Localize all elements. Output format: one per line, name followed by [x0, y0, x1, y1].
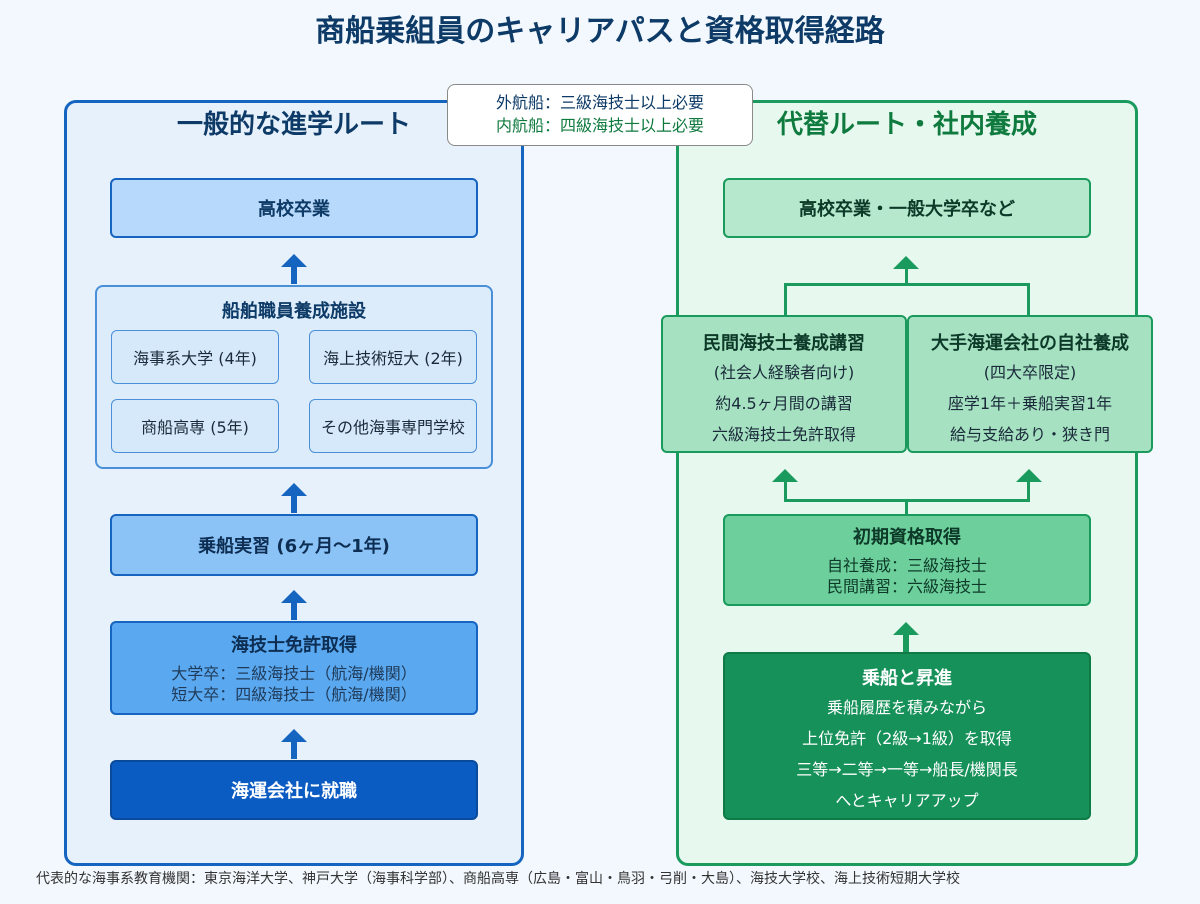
training-box: 乗船実習 (6ヶ月〜1年) — [110, 514, 478, 576]
page-title: 商船乗組員のキャリアパスと資格取得経路 — [315, 14, 885, 49]
arrow-stem — [291, 741, 297, 759]
license-title: 海技士免許取得 — [231, 635, 357, 656]
company-training-title: 大手海運会社の自社養成 — [931, 333, 1129, 354]
connector-line — [1027, 283, 1030, 316]
facility-item: 海上技術短大 (2年) — [309, 330, 477, 384]
private-course-box: 民間海技士養成講習 (社会人経験者向け) 約4.5ヶ月間の講習 六級海技士免許取… — [661, 315, 907, 453]
private-course-line: (社会人経験者向け) — [713, 363, 855, 382]
private-course-title: 民間海技士養成講習 — [703, 333, 865, 354]
career-title: 乗船と昇進 — [862, 668, 952, 689]
left-start-box: 高校卒業 — [110, 178, 478, 238]
note-ocean: 外航船：三級海技士以上必要 — [495, 93, 704, 112]
general-route-title: 一般的な進学ルート — [176, 110, 411, 140]
arrow-stem — [291, 602, 297, 620]
initial-license-line: 民間講習：六級海技士 — [826, 577, 987, 596]
company-training-line: 給与支給あり・狭き門 — [949, 425, 1110, 444]
arrow-stem — [905, 268, 908, 284]
private-course-line: 六級海技士免許取得 — [711, 425, 856, 444]
connector-line — [784, 283, 787, 316]
connector-line — [784, 283, 1030, 286]
career-line: 乗船履歴を積みながら — [826, 698, 987, 717]
arrow-up-icon — [281, 483, 307, 496]
alternative-route-title: 代替ルート・社内養成 — [776, 110, 1037, 140]
job-box: 海運会社に就職 — [110, 760, 478, 820]
arrow-up-icon — [1016, 469, 1042, 482]
arrow-stem — [291, 266, 297, 284]
facility-item: 商船高専 (5年) — [111, 399, 279, 453]
facility-item: 海事系大学 (4年) — [111, 330, 279, 384]
arrow-up-icon — [772, 469, 798, 482]
right-start-box: 高校卒業・一般大学卒など — [723, 178, 1091, 238]
license-line: 短大卒：四級海技士（航海/機関） — [171, 685, 417, 704]
license-box: 海技士免許取得 大学卒：三級海技士（航海/機関） 短大卒：四級海技士（航海/機関… — [110, 621, 478, 715]
arrow-up-icon — [893, 256, 919, 269]
arrow-stem — [903, 634, 909, 652]
initial-license-title: 初期資格取得 — [853, 527, 961, 548]
career-line: 三等→二等→一等→船長/機関長 — [796, 760, 1018, 779]
career-line: へとキャリアアップ — [835, 791, 979, 810]
initial-license-line: 自社養成：三級海技士 — [826, 556, 987, 575]
arrow-up-icon — [893, 622, 919, 635]
company-training-line: 座学1年＋乗船実習1年 — [947, 394, 1113, 413]
arrow-up-icon — [281, 254, 307, 267]
requirement-note: 外航船：三級海技士以上必要 内航船：四級海技士以上必要 — [447, 84, 753, 146]
arrow-stem — [291, 495, 297, 513]
license-line: 大学卒：三級海技士（航海/機関） — [171, 664, 417, 683]
facility-title: 船舶職員養成施設 — [222, 301, 366, 322]
arrow-up-icon — [281, 590, 307, 603]
company-training-line: (四大卒限定) — [983, 363, 1077, 382]
connector-line — [784, 481, 787, 501]
career-line: 上位免許（2級→1級）を取得 — [802, 729, 1012, 748]
facility-item: その他海事専門学校 — [309, 399, 477, 453]
note-coastal: 内航船：四級海技士以上必要 — [495, 116, 704, 135]
footer-note: 代表的な海事系教育機関：東京海洋大学、神戸大学（海事科学部）、商船高専（広島・富… — [36, 871, 960, 887]
private-course-line: 約4.5ヶ月間の講習 — [715, 394, 853, 413]
initial-license-box: 初期資格取得 自社養成：三級海技士 民間講習：六級海技士 — [723, 514, 1091, 606]
connector-line — [905, 499, 908, 515]
company-training-box: 大手海運会社の自社養成 (四大卒限定) 座学1年＋乗船実習1年 給与支給あり・狭… — [907, 315, 1153, 453]
connector-line — [1027, 481, 1030, 501]
arrow-up-icon — [281, 729, 307, 742]
career-box: 乗船と昇進 乗船履歴を積みながら 上位免許（2級→1級）を取得 三等→二等→一等… — [723, 652, 1091, 820]
